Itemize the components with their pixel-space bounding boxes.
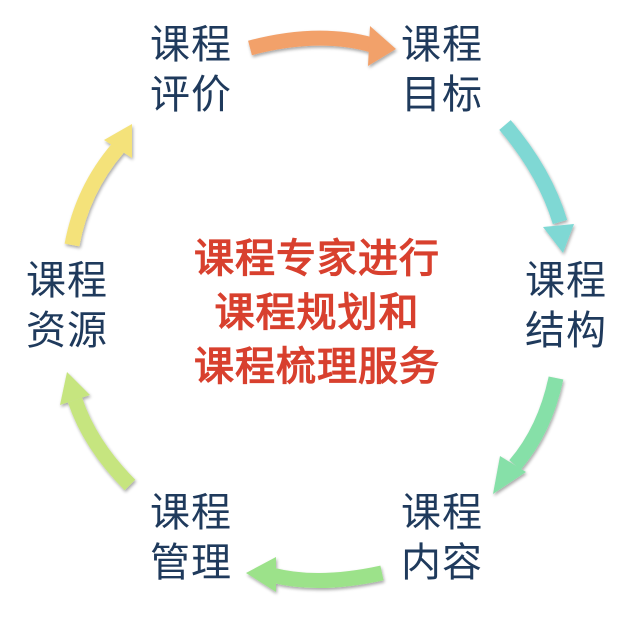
arrow-content-to-management <box>246 557 384 592</box>
center-title: 课程专家进行 课程规划和 课程梳理服务 <box>150 232 484 394</box>
node-resource-line2: 资源 <box>26 308 108 354</box>
node-resource-line1: 课程 <box>26 258 108 304</box>
node-structure-line1: 课程 <box>525 258 607 304</box>
arrow-evaluation-to-goal <box>248 26 396 66</box>
node-structure: 课程 结构 <box>516 256 616 356</box>
node-content: 课程 内容 <box>392 488 492 588</box>
center-title-line2: 课程规划和 <box>214 289 420 336</box>
node-evaluation-line1: 课程 <box>150 22 232 68</box>
node-goal-line2: 目标 <box>401 72 483 118</box>
node-goal-line1: 课程 <box>401 22 483 68</box>
node-evaluation-line2: 评价 <box>150 72 232 118</box>
arrow-goal-to-structure <box>499 120 574 253</box>
node-evaluation: 课程 评价 <box>141 20 241 120</box>
node-goal: 课程 目标 <box>392 20 492 120</box>
node-content-line1: 课程 <box>401 490 483 536</box>
center-title-line1: 课程专家进行 <box>194 235 440 282</box>
arrow-structure-to-content <box>493 376 564 494</box>
node-content-line2: 内容 <box>401 540 483 586</box>
center-title-line3: 课程梳理服务 <box>194 343 440 390</box>
arrow-management-to-resource <box>60 372 136 491</box>
arrow-resource-to-evaluation <box>64 124 132 247</box>
node-management-line1: 课程 <box>150 490 232 536</box>
node-resource: 课程 资源 <box>17 256 117 356</box>
node-structure-line2: 结构 <box>525 308 607 354</box>
node-management: 课程 管理 <box>141 488 241 588</box>
node-management-line2: 管理 <box>150 540 232 586</box>
